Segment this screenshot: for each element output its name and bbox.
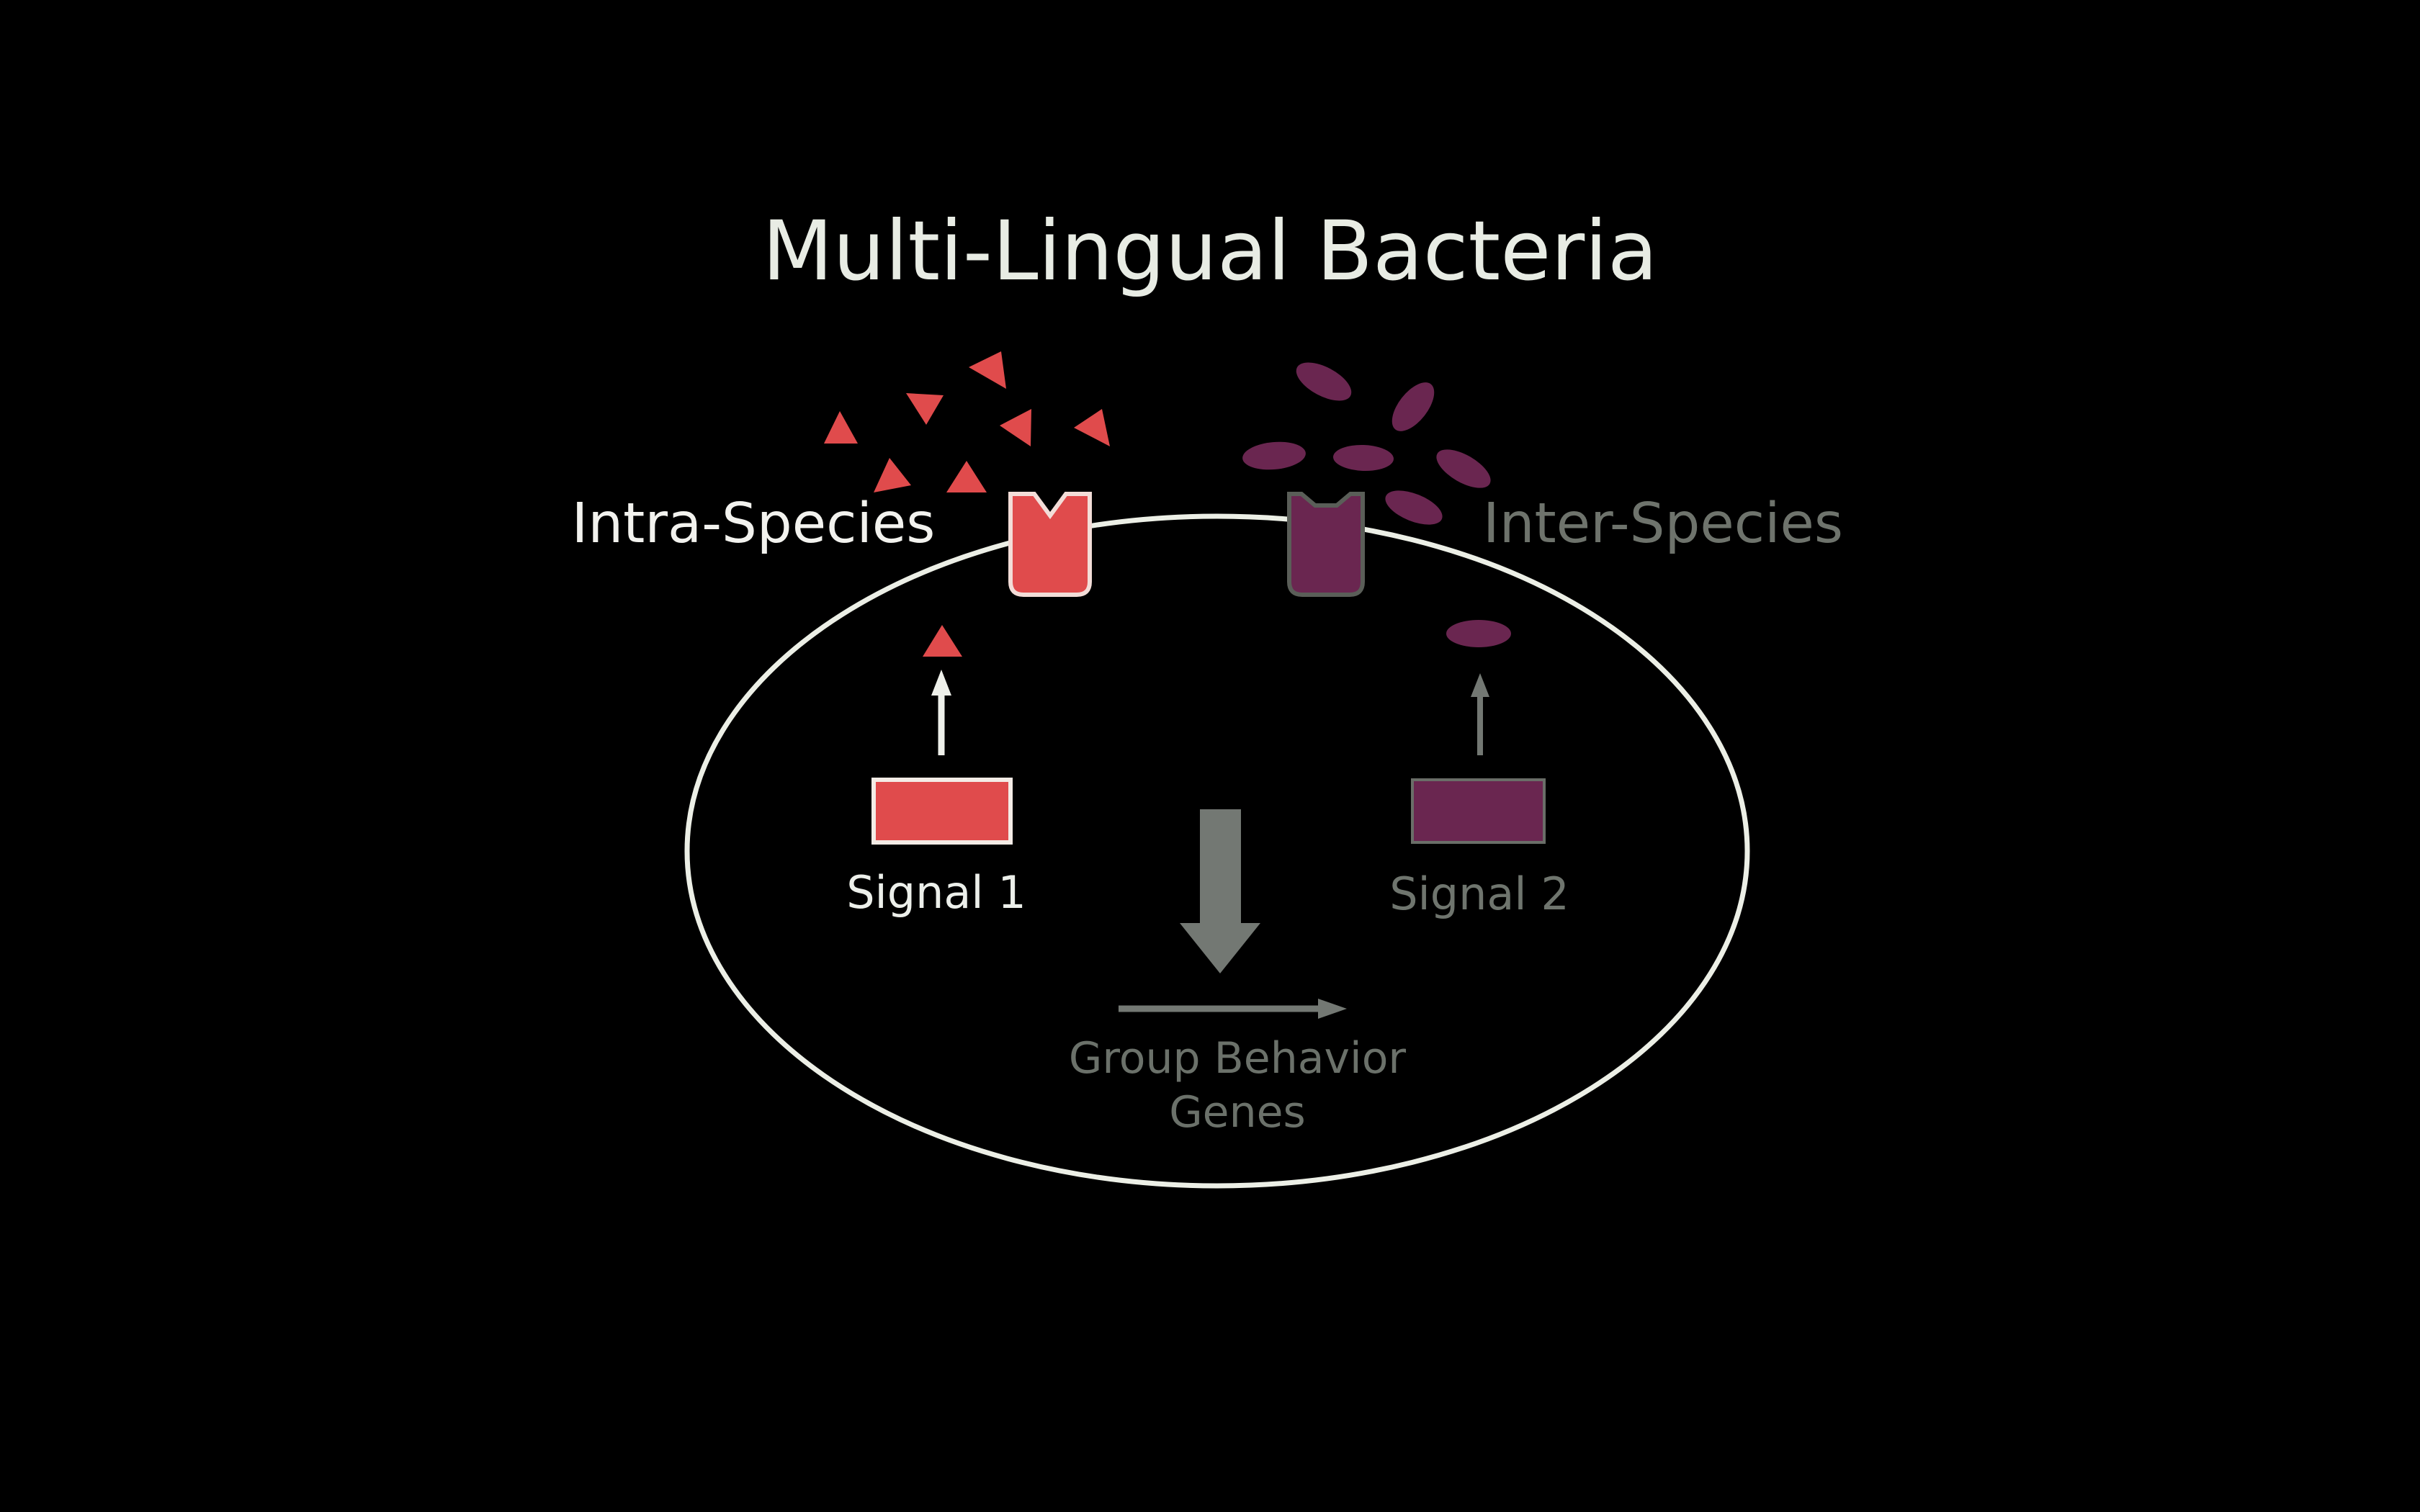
inter-species-label: Inter-Species [1483, 492, 1843, 556]
intra-species-receptor-icon [1008, 492, 1092, 597]
signal-2-synthase-box [1411, 778, 1546, 844]
signal-2-export-arrow [1471, 673, 1489, 755]
slide-title: Multi-Lingual Bacteria [762, 203, 1658, 299]
red-signal-molecule-icon [1000, 409, 1031, 446]
gene-expression-arrow [1119, 999, 1347, 1019]
signal-1-label: Signal 1 [846, 866, 1026, 919]
purple-signal-molecule-icon [1392, 382, 1435, 431]
inter-species-receptor-icon [1287, 492, 1365, 597]
intra-species-signal-molecules [824, 351, 1110, 492]
genes-label: Genes [1169, 1087, 1306, 1138]
purple-signal-molecule-icon [1242, 441, 1306, 470]
signal-1-synthase-box [871, 778, 1013, 845]
intra-species-label: Intra-Species [572, 492, 936, 556]
purple-signal-molecule-icon [1446, 620, 1511, 647]
purple-signal-molecule-icon [1296, 362, 1352, 401]
red-signal-molecule-icon [824, 411, 858, 444]
inter-species-signal-molecules [1242, 362, 1491, 525]
signal-1-export-arrow [931, 670, 951, 755]
red-signal-molecule-icon [906, 393, 944, 425]
down-arrow-icon [1180, 809, 1260, 973]
group-behavior-genes-label: Group Behavior [1069, 1033, 1406, 1084]
red-signal-molecule-icon [874, 458, 911, 492]
red-signal-molecule-icon [946, 461, 987, 492]
red-signal-molecule-icon [1074, 409, 1110, 446]
signal-2-label: Signal 2 [1389, 868, 1569, 920]
purple-signal-molecule-icon [1436, 449, 1491, 488]
red-signal-molecule-icon [969, 351, 1006, 389]
purple-signal-molecule-icon [1385, 490, 1443, 525]
bacterial-cell-outline [684, 513, 1750, 1189]
purple-signal-molecule-icon [1333, 444, 1394, 472]
red-signal-molecule-icon [923, 625, 962, 657]
